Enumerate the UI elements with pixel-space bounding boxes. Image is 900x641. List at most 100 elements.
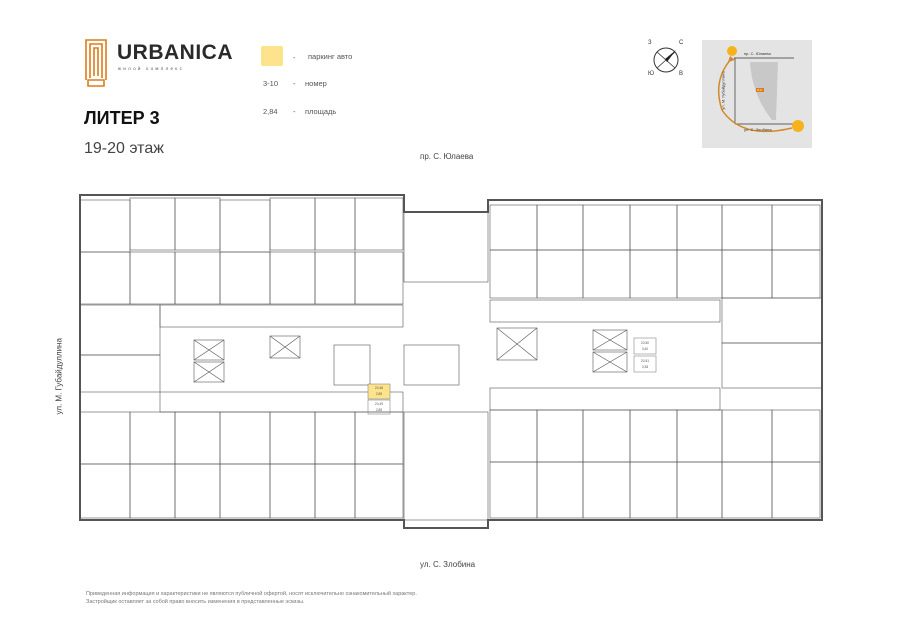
room (403, 211, 489, 283)
room (489, 204, 538, 251)
unit-number: 20-48 (374, 386, 384, 390)
room (721, 204, 773, 251)
room (269, 197, 316, 251)
room (536, 249, 584, 299)
room (174, 463, 221, 519)
room (721, 461, 773, 519)
room (129, 411, 176, 465)
room (174, 251, 221, 305)
parking-swatch (261, 46, 283, 66)
room (536, 461, 584, 519)
floor-title: 19-20 этаж (84, 140, 164, 157)
room (771, 409, 821, 463)
storage-unit-label[interactable]: 20-49 2,85 (368, 401, 390, 413)
compass-west: З (648, 40, 652, 46)
room (676, 461, 723, 519)
compass-north: С (679, 40, 684, 46)
room (219, 463, 271, 519)
room (269, 463, 316, 519)
minimap-street-bottom: ул. С. Злобина (744, 127, 772, 132)
room (79, 199, 131, 253)
legend-dash: - (293, 79, 296, 88)
room (219, 199, 271, 253)
room (219, 411, 271, 465)
brand-subtitle: жилой комплекс (118, 66, 185, 71)
room (79, 251, 131, 305)
unit-area: 2,85 (375, 408, 383, 412)
room (129, 251, 176, 305)
room (219, 251, 271, 305)
room (536, 204, 584, 251)
brand-logo (84, 38, 108, 93)
legend-parking-label: паркинг авто (308, 52, 353, 61)
room (314, 197, 356, 251)
room (354, 411, 404, 465)
storage-unit-label[interactable]: 20-51 3,38 (634, 358, 656, 370)
room (79, 354, 161, 393)
room (771, 249, 821, 299)
sun-icon (792, 120, 804, 132)
minimap-highlight (756, 88, 764, 92)
legend-area-label: площадь (305, 107, 337, 116)
room (629, 461, 678, 519)
room (629, 409, 678, 463)
room (721, 249, 773, 299)
parking-unit-label[interactable]: 20-48 2,85 (368, 385, 390, 397)
room (129, 463, 176, 519)
room (314, 251, 356, 305)
unit-area: 3,40 (641, 347, 649, 351)
location-minimap: пр. С. Юлаева ул. С. Злобина ул. М. Губа… (702, 40, 812, 148)
room (676, 204, 723, 251)
room (129, 197, 176, 251)
storage-unit-label[interactable]: 20-50 3,40 (634, 340, 656, 352)
disclaimer-line: Застройщик оставляет за собой право внос… (86, 599, 305, 605)
room (771, 204, 821, 251)
room (676, 409, 723, 463)
legend-dash: - (293, 53, 296, 62)
room (676, 249, 723, 299)
brand-name: URBANICA (117, 41, 233, 64)
room (721, 409, 773, 463)
room (721, 342, 823, 389)
room (582, 409, 631, 463)
room (629, 204, 678, 251)
street-top: пр. С. Юлаева (420, 152, 474, 161)
unit-number: 20-49 (374, 402, 384, 406)
minimap-street-top: пр. С. Юлаева (744, 51, 771, 56)
room (582, 461, 631, 519)
room (582, 204, 631, 251)
legend-number-example: 3-10 (263, 79, 279, 88)
room (354, 197, 404, 251)
room (582, 249, 631, 299)
room (79, 463, 131, 519)
room (489, 409, 538, 463)
room (354, 251, 404, 305)
disclaimer-line: Приведенная информация и характеристики … (86, 591, 417, 597)
minimap-highlight-label: Л-3 (757, 88, 762, 92)
room (269, 411, 316, 465)
street-bottom: ул. С. Злобина (420, 560, 476, 569)
room (489, 461, 538, 519)
room (174, 197, 221, 251)
unit-number: 20-50 (640, 341, 650, 345)
room (771, 461, 821, 519)
compass-icon: С В Ю З (646, 38, 686, 80)
room (403, 411, 489, 521)
legend-number-label: номер (305, 79, 327, 88)
compass-east: В (679, 71, 684, 77)
room (174, 411, 221, 465)
room (269, 251, 316, 305)
room (721, 297, 823, 344)
liter-title: ЛИТЕР 3 (84, 108, 160, 128)
legend-area-example: 2,84 (263, 107, 278, 116)
compass-south: Ю (648, 71, 655, 77)
disclaimer: Приведенная информация и характеристики … (86, 590, 417, 606)
logo-mark-icon (85, 39, 107, 87)
unit-area: 3,38 (641, 365, 649, 369)
room (314, 463, 356, 519)
unit-area: 2,85 (375, 392, 383, 396)
room (314, 411, 356, 465)
room (489, 249, 538, 299)
unit-number: 20-51 (640, 359, 650, 363)
